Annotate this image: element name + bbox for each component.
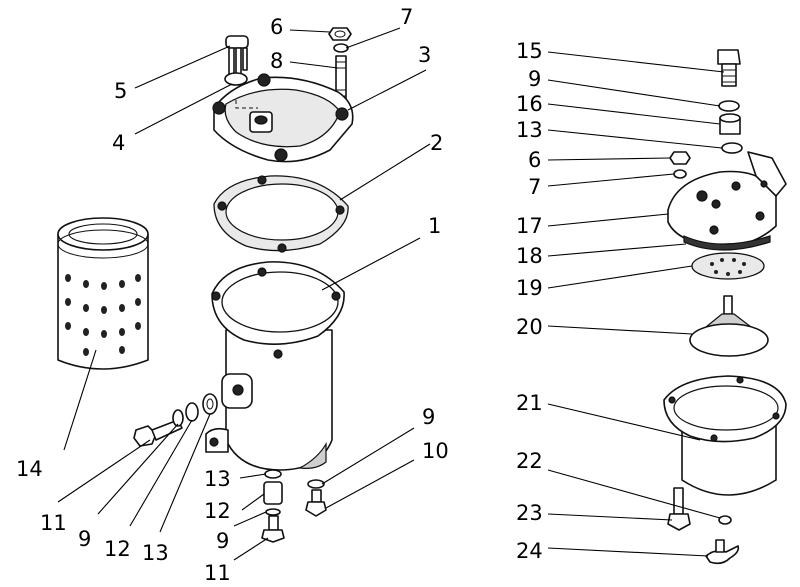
part-5-pin — [225, 35, 249, 75]
part-14-filter-element — [57, 217, 149, 370]
part-17-filter-head — [667, 151, 787, 248]
part-18-gasket — [683, 235, 771, 251]
part-10-drain-plug — [305, 489, 327, 517]
part-9-washer-side — [172, 409, 184, 427]
callout-9-bottom: 9 — [216, 529, 229, 553]
part-3-cover — [212, 73, 354, 163]
part-13-washer-side — [202, 393, 218, 415]
callout-9-drain: 9 — [422, 405, 435, 429]
callout-10: 10 — [422, 439, 449, 463]
callout-7-right: 7 — [528, 175, 541, 199]
part-6-nut-right — [669, 151, 691, 165]
callout-14: 14 — [16, 457, 43, 481]
callout-9-side: 9 — [78, 527, 91, 551]
part-4-washer — [224, 72, 248, 86]
part-13-washer-right — [721, 142, 743, 154]
callout-11-side: 11 — [40, 511, 67, 535]
part-6-nut-top — [328, 27, 352, 41]
callout-1: 1 — [428, 214, 441, 238]
callout-20: 20 — [516, 315, 543, 339]
part-2-gasket — [213, 175, 349, 253]
part-7-washer-top — [333, 43, 349, 53]
callout-22: 22 — [516, 449, 543, 473]
callout-13-bottom: 13 — [204, 467, 231, 491]
callout-6-top: 6 — [270, 15, 283, 39]
callout-2: 2 — [430, 131, 443, 155]
callout-6-right: 6 — [528, 148, 541, 172]
part-23-bolt — [667, 487, 691, 531]
callout-24: 24 — [516, 539, 543, 563]
leader-lines — [57, 27, 725, 561]
part-9-washer-bottom — [265, 508, 281, 516]
callout-23: 23 — [516, 501, 543, 525]
part-15-bolt — [717, 49, 741, 87]
part-24-wing-nut — [705, 539, 740, 565]
callout-21: 21 — [516, 391, 543, 415]
callout-9-right: 9 — [528, 67, 541, 91]
part-12-washer-side — [185, 402, 199, 422]
callout-16: 16 — [516, 92, 543, 116]
part-16-spacer — [719, 113, 741, 135]
part-21-bowl — [663, 375, 787, 496]
callout-12-side: 12 — [104, 537, 131, 561]
callout-17: 17 — [516, 214, 543, 238]
callout-15: 15 — [516, 39, 543, 63]
callout-19: 19 — [516, 276, 543, 300]
part-22-washer — [718, 515, 732, 525]
callout-3: 3 — [418, 43, 431, 67]
part-9-washer-drain — [307, 479, 325, 489]
part-19-perforated-disc — [691, 252, 765, 280]
callout-7-top: 7 — [400, 5, 413, 29]
callout-4: 4 — [112, 131, 125, 155]
callout-8: 8 — [270, 49, 283, 73]
callout-13-right: 13 — [516, 118, 543, 142]
callout-5: 5 — [114, 79, 127, 103]
callout-13-side: 13 — [142, 541, 169, 565]
part-11-bolt-bottom — [261, 515, 285, 543]
part-9-washer-right — [718, 100, 740, 112]
callout-labels: 1 2 3 4 5 6 7 8 15 9 16 13 6 7 17 18 19 … — [16, 5, 543, 585]
callout-18: 18 — [516, 244, 543, 268]
part-13-washer-bottom — [264, 469, 282, 479]
part-1-housing — [205, 261, 345, 471]
part-20-cone-deflector — [689, 295, 769, 357]
callout-12-bottom: 12 — [204, 499, 231, 523]
callout-11-bottom: 11 — [204, 561, 231, 585]
part-7-washer-right — [673, 169, 687, 179]
part-12-fitting-bottom — [263, 481, 283, 505]
